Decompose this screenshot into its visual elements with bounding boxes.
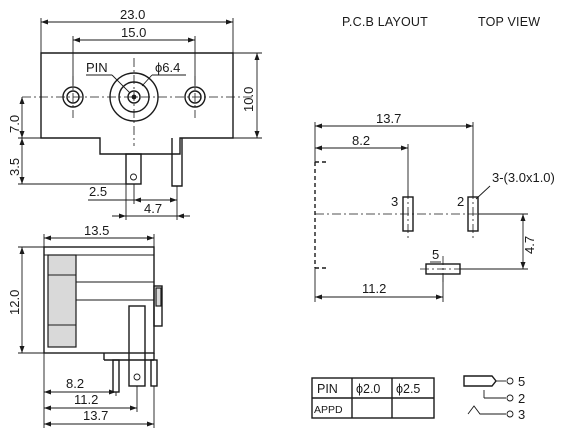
dim-pcb-vertical: 4.7 (522, 236, 537, 254)
dim-side-height: 12.0 (7, 290, 22, 315)
dim-side-width: 13.5 (84, 223, 109, 238)
dim-side-pin-3: 13.7 (83, 408, 108, 423)
front-view-dimensions: 23.0 15.0 PIN ϕ6.4 10.0 7.0 3.5 2.5 (7, 7, 262, 220)
pcb-dimensions: 13.7 8.2 4.7 11.2 (314, 111, 537, 302)
pin-table: PIN ϕ2.0 ϕ2.5 APPD (311, 377, 435, 419)
dim-height-upper: 7.0 (7, 115, 22, 133)
table-row-label: APPD (314, 404, 343, 416)
side-view-dimensions: 13.5 12.0 8.2 11.2 13.7 (7, 223, 155, 428)
schematic-pin-2: 2 (518, 391, 525, 406)
jack-schematic: 5 2 3 (463, 374, 525, 422)
dim-height-right: 10.0 (241, 87, 256, 112)
dim-pcb-top: 13.7 (376, 111, 401, 126)
label-pin: PIN (86, 60, 108, 75)
dim-pin-width: 4.7 (144, 201, 162, 216)
dim-width-overall: 23.0 (120, 7, 145, 22)
front-view (22, 52, 255, 187)
dim-pcb-second: 8.2 (352, 133, 370, 148)
slot-note: 3-(3.0x1.0) (492, 170, 555, 185)
dim-hole-spacing: 15.0 (121, 25, 146, 40)
header-pcb-layout: P.C.B LAYOUT (342, 15, 428, 29)
dim-side-pin-2: 11.2 (74, 392, 98, 407)
table-col-pin: PIN (317, 382, 338, 396)
table-col-20: ϕ2.0 (356, 382, 380, 396)
pad-label-5: 5 (432, 247, 439, 262)
schematic-pin-5: 5 (518, 374, 525, 389)
dim-height-lower: 3.5 (7, 158, 22, 176)
schematic-pin-3: 3 (518, 407, 525, 422)
dim-pcb-bottom: 11.2 (362, 281, 386, 296)
table-col-25: ϕ2.5 (396, 382, 420, 396)
pad-label-2: 2 (457, 194, 464, 209)
dim-hole-diameter: ϕ6.4 (155, 60, 180, 75)
dim-side-pin-1: 8.2 (66, 376, 84, 391)
dim-pin-offset: 2.5 (89, 184, 107, 199)
side-view (43, 246, 163, 393)
header-top-view: TOP VIEW (478, 15, 540, 29)
pcb-layout: 3 2 5 3-(3.0x1.0) (314, 161, 555, 283)
pad-label-3: 3 (391, 194, 398, 209)
